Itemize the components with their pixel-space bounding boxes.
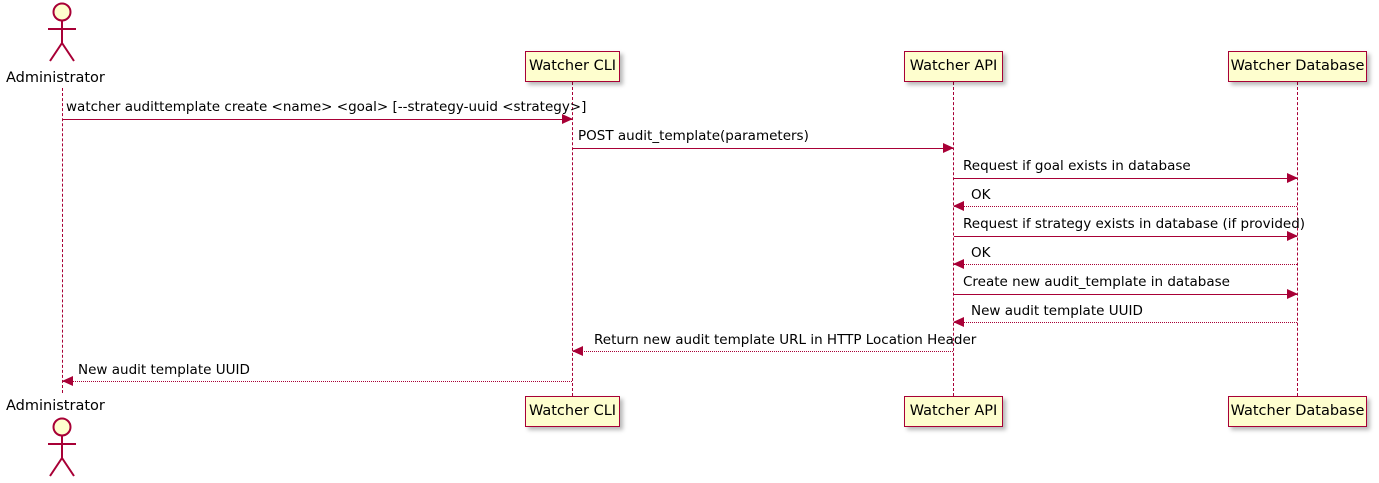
participant-label-watcher-cli-bottom: Watcher CLI [528, 403, 617, 420]
message-line-7 [954, 294, 1297, 295]
participant-box-watcher-api-bottom[interactable]: Watcher API [904, 396, 1003, 427]
participant-box-watcher-cli-top[interactable]: Watcher CLI [525, 51, 620, 82]
arrowhead-left-icon [953, 317, 964, 327]
message-line-10 [63, 381, 572, 382]
arrowhead-left-icon [953, 201, 964, 211]
actor-label-administrator-bottom: Administrator [6, 398, 105, 414]
lifeline-watcher-api [953, 82, 954, 396]
message-line-6 [954, 264, 1297, 265]
message-label-9: Return new audit template URL in HTTP Lo… [594, 332, 977, 348]
message-label-5: Request if strategy exists in database (… [963, 216, 1306, 232]
actor-administrator-bottom [40, 417, 85, 479]
message-label-8: New audit template UUID [971, 303, 1143, 319]
actor-icon [48, 417, 76, 477]
actor-administrator-top [40, 2, 85, 64]
message-line-9 [573, 351, 953, 352]
participant-label-watcher-database-bottom: Watcher Database [1230, 403, 1365, 420]
arrowhead-right-icon [1287, 289, 1298, 299]
arrowhead-right-icon [1287, 231, 1298, 241]
participant-label-watcher-api-bottom: Watcher API [909, 403, 998, 420]
message-label-3: Request if goal exists in database [963, 158, 1191, 174]
message-label-6: OK [971, 245, 991, 261]
arrowhead-left-icon [62, 376, 73, 386]
participant-label-watcher-database-top: Watcher Database [1230, 58, 1365, 75]
message-label-10: New audit template UUID [78, 362, 250, 378]
actor-icon [48, 2, 76, 62]
participant-box-watcher-cli-bottom[interactable]: Watcher CLI [525, 396, 620, 427]
message-line-5 [954, 236, 1297, 237]
arrowhead-right-icon [943, 143, 954, 153]
arrowhead-left-icon [572, 346, 583, 356]
participant-label-watcher-api-top: Watcher API [909, 58, 998, 75]
message-label-2: POST audit_template(parameters) [578, 128, 809, 144]
message-line-2 [573, 148, 953, 149]
arrowhead-left-icon [953, 259, 964, 269]
arrowhead-right-icon [1287, 173, 1298, 183]
lifeline-watcher-cli [572, 82, 573, 396]
message-line-4 [954, 206, 1297, 207]
message-label-1: watcher audittemplate create <name> <goa… [66, 99, 587, 115]
message-line-3 [954, 178, 1297, 179]
message-label-7: Create new audit_template in database [963, 274, 1230, 290]
actor-label-administrator-top: Administrator [6, 70, 105, 86]
participant-box-watcher-database-top[interactable]: Watcher Database [1228, 51, 1367, 82]
message-label-4: OK [971, 187, 991, 203]
message-line-8 [954, 322, 1297, 323]
lifeline-administrator [62, 88, 63, 393]
participant-box-watcher-api-top[interactable]: Watcher API [904, 51, 1003, 82]
participant-box-watcher-database-bottom[interactable]: Watcher Database [1228, 396, 1367, 427]
message-line-1 [63, 119, 572, 120]
participant-label-watcher-cli-top: Watcher CLI [528, 58, 617, 75]
arrowhead-right-icon [562, 114, 573, 124]
